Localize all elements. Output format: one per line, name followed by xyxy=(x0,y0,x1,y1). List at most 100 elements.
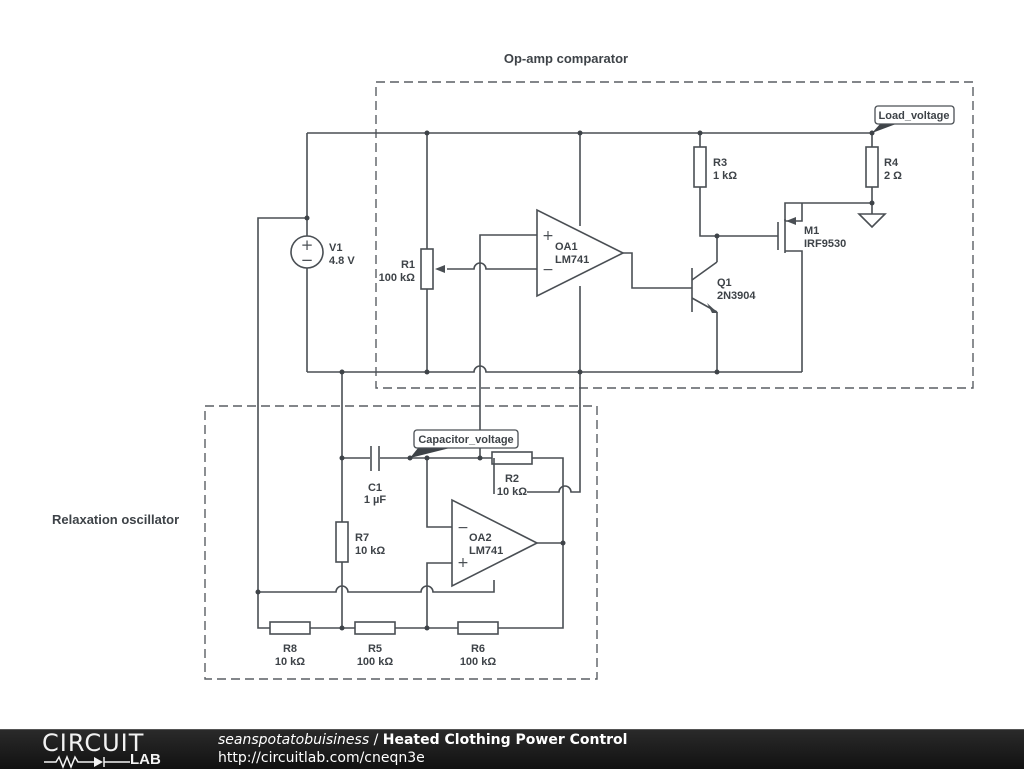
net-label-load-voltage[interactable]: Load_voltage xyxy=(872,105,955,133)
opamp-body xyxy=(451,498,539,588)
tag-box xyxy=(413,429,519,449)
r7-ref: R7 xyxy=(355,532,369,544)
v1-ref: V1 xyxy=(329,242,342,254)
minus-sign: − xyxy=(301,251,314,269)
footer-bar: CIRCUIT LAB seanspotatobuisiness / Heate… xyxy=(0,729,1024,769)
wire-m1-source xyxy=(784,202,872,221)
junction-dot xyxy=(424,455,430,461)
comparator-group-box xyxy=(375,81,974,389)
resistor-body xyxy=(865,146,879,188)
resistor-r7[interactable]: R7 10 kΩ xyxy=(335,521,385,563)
r8-ref: R8 xyxy=(283,643,297,655)
tag-pointer xyxy=(872,124,896,133)
junction-dot xyxy=(424,625,430,631)
resistor-r3[interactable]: R3 1 kΩ xyxy=(693,146,737,188)
junction-dot xyxy=(424,369,430,375)
tag-pointer xyxy=(410,448,450,458)
wire-m1-drain xyxy=(785,250,803,372)
resistor-body xyxy=(269,621,311,635)
oa2-ref: OA2 xyxy=(469,532,492,544)
mosfet-m1[interactable]: M1 IRF9530 xyxy=(777,203,846,253)
schematic-canvas: Op-amp comparator Relaxation oscillator xyxy=(52,51,974,680)
resistor-r5[interactable]: R5 100 kΩ xyxy=(354,621,396,668)
opamp-oa1[interactable]: + − OA1 LM741 xyxy=(536,208,625,298)
resistor-r8[interactable]: R8 10 kΩ xyxy=(269,621,311,668)
wire-oa2-minus xyxy=(426,458,452,528)
tag-box xyxy=(874,105,955,125)
ground-icon xyxy=(857,213,887,229)
q1-value: 2N3904 xyxy=(717,290,756,302)
plus-sign: + xyxy=(301,236,314,254)
voltage-source-v1[interactable]: + − V1 4.8 V xyxy=(290,235,355,269)
junction-dot xyxy=(424,130,430,136)
resistor-r4[interactable]: R4 2 Ω xyxy=(865,146,902,188)
collector-lead xyxy=(691,261,718,281)
transistor-q1[interactable]: Q1 2N3904 xyxy=(691,261,756,313)
wires xyxy=(257,132,873,629)
junction-dot xyxy=(339,625,345,631)
wire-oa1-plus xyxy=(479,234,537,458)
resistor-body xyxy=(693,146,707,188)
oa1-value: LM741 xyxy=(555,254,589,266)
junction-dot xyxy=(304,215,310,221)
resistor-body xyxy=(420,248,434,290)
junctions xyxy=(255,130,875,631)
junction-dot xyxy=(477,455,483,461)
q1-ref: Q1 xyxy=(717,277,732,289)
r4-value: 2 Ω xyxy=(884,170,902,182)
circuit-credit: seanspotatobuisiness / Heated Clothing P… xyxy=(218,732,627,749)
resistor-body xyxy=(457,621,499,635)
wire-wiper xyxy=(447,262,537,270)
author-name[interactable]: seanspotatobuisiness xyxy=(218,732,370,748)
opamp-body xyxy=(536,208,625,298)
capacitor-c1[interactable]: C1 1 µF xyxy=(364,446,387,506)
r7-value: 10 kΩ xyxy=(355,545,385,557)
m1-ref: M1 xyxy=(804,225,819,237)
net-label-text: Load_voltage xyxy=(879,110,950,122)
net-label-text: Capacitor_voltage xyxy=(418,434,513,446)
potentiometer-r1[interactable]: R1 100 kΩ xyxy=(379,248,445,290)
circuitlab-logo[interactable]: CIRCUIT LAB xyxy=(42,731,177,769)
net-label-capacitor-voltage[interactable]: Capacitor_voltage xyxy=(410,429,519,458)
c1-ref: C1 xyxy=(368,482,382,494)
v1-value: 4.8 V xyxy=(329,255,355,267)
r2-ref: R2 xyxy=(505,473,519,485)
minus-sign: − xyxy=(457,520,469,536)
junction-dot xyxy=(697,130,703,136)
junction-dot xyxy=(339,369,345,375)
circuit-url[interactable]: http://circuitlab.com/cneqn3e xyxy=(218,750,425,766)
wiper-arrow-icon xyxy=(435,265,445,273)
resistor-body xyxy=(491,451,533,465)
circuit-title[interactable]: Heated Clothing Power Control xyxy=(382,732,628,748)
oscillator-group-title: Relaxation oscillator xyxy=(52,512,179,527)
oa2-value: LM741 xyxy=(469,545,503,557)
resistor-r2[interactable]: R2 10 kΩ xyxy=(491,451,533,498)
emitter-arrow-icon xyxy=(707,303,718,313)
minus-sign: − xyxy=(542,262,554,278)
logo-wordmark-bottom: LAB xyxy=(130,751,161,768)
resistor-r6[interactable]: R6 100 kΩ xyxy=(457,621,499,668)
r8-value: 10 kΩ xyxy=(275,656,305,668)
junction-dot xyxy=(714,233,720,239)
r1-ref: R1 xyxy=(401,259,415,271)
opamp-oa2[interactable]: − + OA2 LM741 xyxy=(451,498,539,588)
r2-value: 10 kΩ xyxy=(497,486,527,498)
wire-oa2-plus xyxy=(426,562,452,628)
r5-value: 100 kΩ xyxy=(357,656,394,668)
comparator-group-title: Op-amp comparator xyxy=(504,51,628,66)
oa1-ref: OA1 xyxy=(555,241,578,253)
wire-oa2-supply xyxy=(527,372,581,493)
junction-dot xyxy=(869,200,875,206)
credit-separator: / xyxy=(369,732,383,748)
r6-ref: R6 xyxy=(471,643,485,655)
oscillator-group-box xyxy=(204,405,598,680)
ground-symbol xyxy=(857,213,887,229)
voltage-source-body xyxy=(290,235,324,269)
resistor-diode-icon xyxy=(44,755,130,769)
r4-ref: R4 xyxy=(884,157,899,169)
wire-oa1-output xyxy=(623,252,692,289)
wire-left-return xyxy=(257,217,307,629)
junction-dot xyxy=(714,369,720,375)
r3-ref: R3 xyxy=(713,157,727,169)
wire-r3-collector xyxy=(699,187,718,262)
